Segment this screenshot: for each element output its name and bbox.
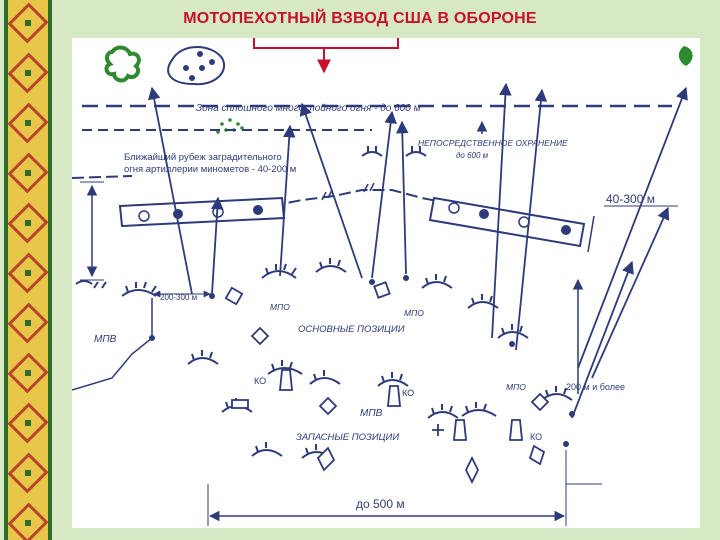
ko-label-3: КО <box>530 432 542 442</box>
mine-field-marker <box>216 118 244 134</box>
ko-label-2: КО <box>402 388 414 398</box>
mpo-label-2: МПО <box>404 308 424 318</box>
red-bracket <box>253 38 399 49</box>
mpo-label-1: МПО <box>270 302 290 312</box>
slide-title: МОТОПЕХОТНЫЙ ВЗВОД США В ОБОРОНЕ <box>183 10 537 27</box>
left-boundary-line <box>71 298 153 391</box>
terrain-woods-icon <box>167 46 225 86</box>
security-label-2: до 600 м <box>456 151 489 160</box>
mpv-left-label: МПВ <box>94 334 117 345</box>
bottom-range-label: до 500 м <box>356 497 405 511</box>
decorative-ornament-strip <box>4 0 52 540</box>
range-left-label: 200-300 м <box>160 293 197 302</box>
fire-zone-label: Зона сплошного многослойного огня - до 6… <box>196 103 421 114</box>
reserve-positions-label: ЗАПАСНЫЕ ПОЗИЦИИ <box>296 432 399 443</box>
platoon-defense-diagram: Зона сплошного многослойного огня - до 6… <box>71 38 700 528</box>
terrain-cloud-icon <box>104 45 141 83</box>
leaf-icon <box>678 46 693 66</box>
barrier-line-label-1: Ближайший рубеж заградительного <box>124 152 282 163</box>
security-label-1: НЕПОСРЕДСТВЕННОЕ ОХРАНЕНИЕ <box>418 138 568 148</box>
main-positions-label: ОСНОВНЫЕ ПОЗИЦИИ <box>298 324 405 335</box>
mpv-center-label: МПВ <box>360 408 383 419</box>
obstacle-line <box>71 175 453 207</box>
range-200-label: 200 м и более <box>566 382 625 392</box>
range-right-label: 40-300 м <box>606 192 655 206</box>
mpo-label-3: МПО <box>506 382 526 392</box>
ko-label-1: КО <box>254 376 266 386</box>
minefield-right <box>428 196 586 248</box>
barrier-line-label-2: огня артиллерии минометов - 40-200 м <box>124 164 296 175</box>
